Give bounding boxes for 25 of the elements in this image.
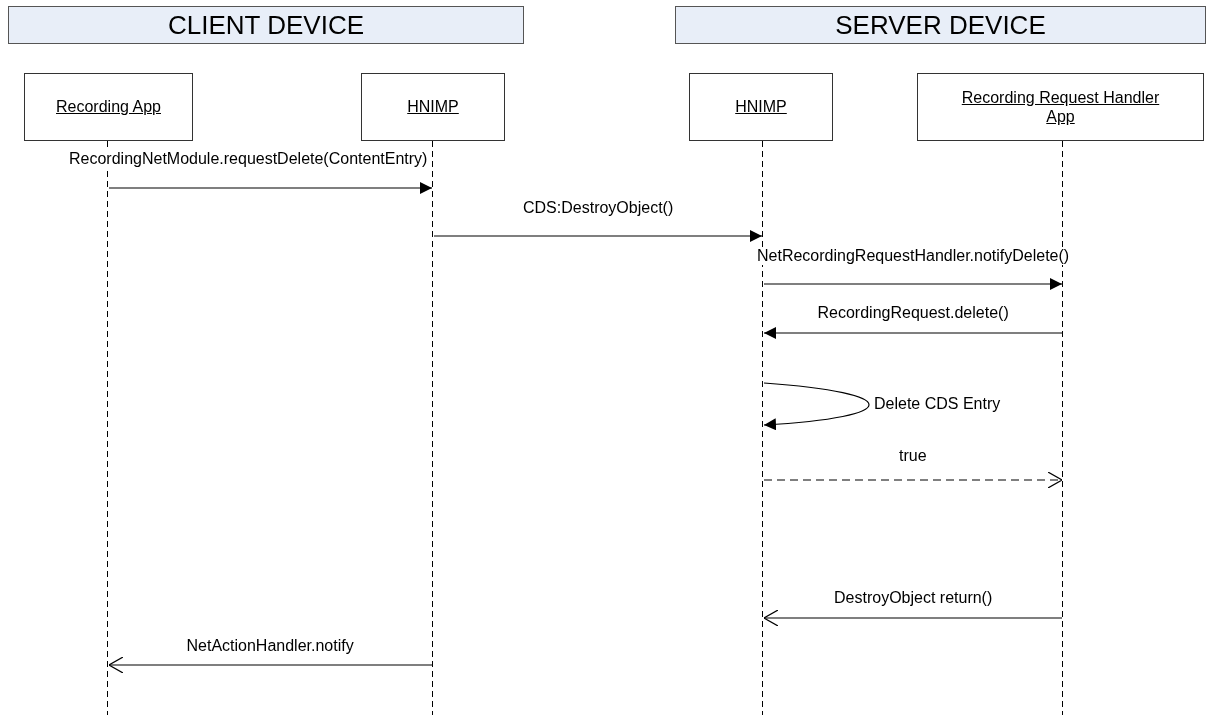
lifeline bbox=[107, 141, 109, 715]
participant-box: HNIMP bbox=[689, 73, 833, 141]
message-label: NetRecordingRequestHandler.notifyDelete() bbox=[756, 247, 1071, 265]
message-arrow bbox=[763, 327, 1063, 339]
message-label: DestroyObject return() bbox=[833, 589, 994, 607]
message-label: Delete CDS Entry bbox=[873, 395, 1002, 413]
lifeline bbox=[432, 141, 434, 715]
swimlane-header: SERVER DEVICE bbox=[675, 6, 1206, 44]
message-label: RecordingNetModule.requestDelete(ContentEntry) bbox=[68, 150, 429, 168]
participant-box: Recording App bbox=[24, 73, 193, 141]
message-label: CDS:DestroyObject() bbox=[522, 199, 675, 217]
lifeline bbox=[1062, 141, 1064, 715]
participant-box: HNIMP bbox=[361, 73, 505, 141]
message-arrow bbox=[108, 656, 433, 674]
lifeline bbox=[762, 141, 764, 715]
message-arrow bbox=[763, 609, 1063, 627]
swimlane-header: CLIENT DEVICE bbox=[8, 6, 524, 44]
message-label: RecordingRequest.delete() bbox=[816, 304, 1010, 322]
participant-box: Recording Request Handler App bbox=[917, 73, 1204, 141]
message-arrow bbox=[763, 278, 1063, 290]
message-label: NetActionHandler.notify bbox=[185, 637, 355, 655]
message-arrow bbox=[433, 230, 763, 242]
self-message-arrow bbox=[763, 382, 870, 431]
message-arrow bbox=[108, 182, 433, 194]
return-message-arrow bbox=[763, 471, 1063, 489]
